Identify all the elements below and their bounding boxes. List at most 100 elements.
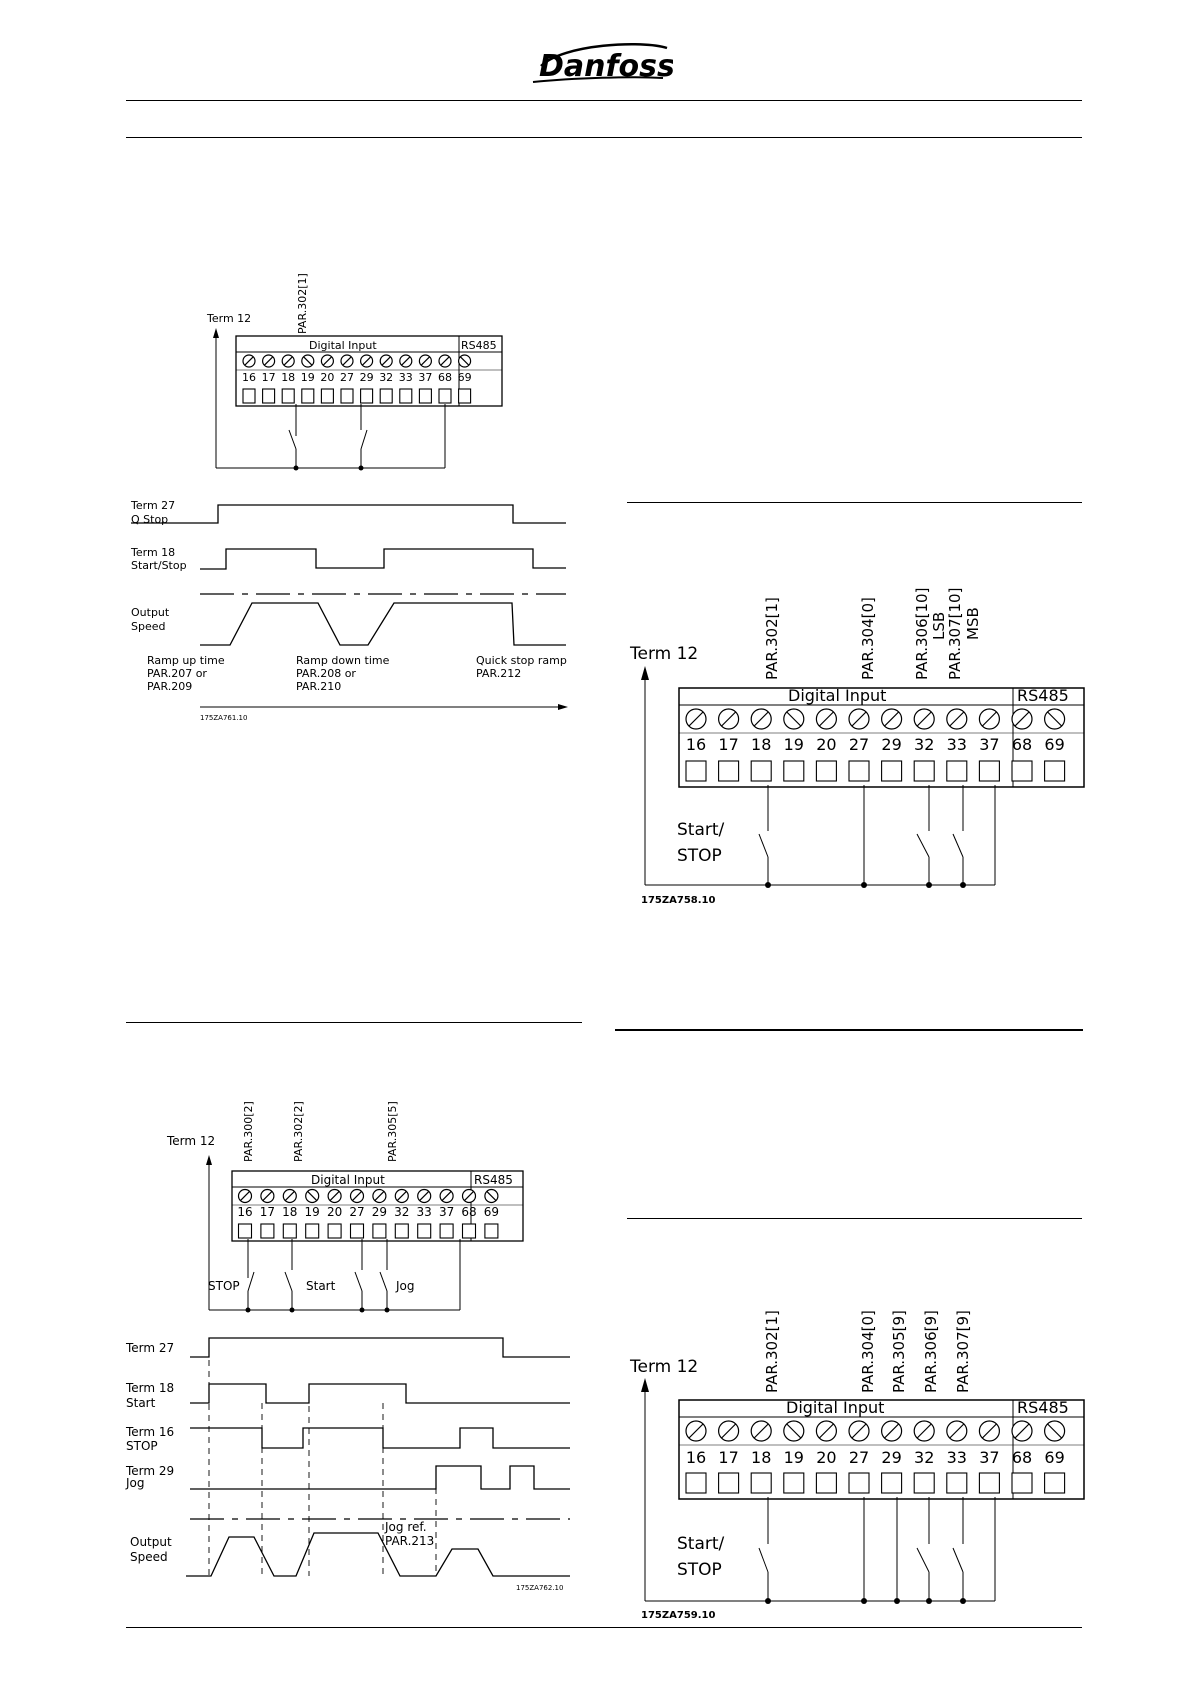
terminal-connector-16 (237, 1223, 253, 1239)
terminal-number-69: 69 (1044, 735, 1064, 754)
terminal-connector-16 (242, 388, 256, 404)
terminal-screw-slot (916, 1423, 932, 1439)
terminal-screw-slot (721, 711, 737, 727)
d3-row-0a: Term 27 (125, 1341, 174, 1355)
terminal-screw-slot (1047, 1423, 1063, 1439)
d3-jog-note-a: Jog ref. (384, 1520, 427, 1534)
terminal-connector-19 (783, 1472, 805, 1494)
terminal-connector-69 (484, 1223, 499, 1239)
section-rule-right-2 (615, 1029, 1083, 1031)
terminal-connector-20 (320, 388, 334, 404)
d2-param-3: LSB (930, 612, 948, 640)
d1-terminal-squares (242, 388, 472, 404)
d3-ref-code: 175ZA762.10 (516, 1584, 563, 1592)
terminal-screw-slot (786, 711, 802, 727)
terminal-number-33: 33 (399, 371, 413, 384)
d3-digital-input-label: Digital Input (311, 1173, 385, 1187)
terminal-screw-slot (263, 356, 274, 366)
d3-row-2a: Term 16 (125, 1425, 174, 1439)
d2-param-0: PAR.302[1] (763, 597, 781, 680)
terminal-connector-20 (815, 1472, 837, 1494)
terminal-screw-slot (818, 711, 834, 727)
terminal-connector-18 (281, 388, 295, 404)
terminal-screw-slot (419, 1191, 430, 1201)
terminal-screw-slot (459, 356, 470, 366)
terminal-number-27: 27 (349, 1205, 364, 1219)
d3-jog-note-b: PAR.213 (385, 1534, 434, 1548)
terminal-connector-33 (417, 1223, 432, 1239)
terminal-number-17: 17 (718, 1448, 738, 1467)
terminal-screw-slot (307, 1191, 318, 1201)
terminal-number-29: 29 (881, 735, 901, 754)
d1-rs485-label: RS485 (461, 339, 497, 352)
d1-note-0a: Ramp up time (147, 654, 225, 667)
terminal-connector-19 (783, 760, 805, 782)
terminal-screw-slot (851, 711, 867, 727)
terminal-number-33: 33 (947, 1448, 967, 1467)
terminal-number-18: 18 (751, 1448, 771, 1467)
terminal-connector-32 (394, 1223, 409, 1239)
logo-text: Danfoss (539, 49, 673, 84)
terminal-number-16: 16 (686, 735, 706, 754)
terminal-number-27: 27 (340, 371, 354, 384)
terminal-screw-slot (464, 1191, 474, 1201)
d2-term12-label: Term 12 (629, 644, 698, 664)
terminal-connector-17 (262, 388, 276, 404)
d1-digital-input-label: Digital Input (309, 339, 377, 352)
terminal-number-20: 20 (816, 1448, 836, 1467)
terminal-screw-slot (818, 1423, 834, 1439)
d2-param-5: MSB (964, 607, 982, 640)
terminal-screw-slot (262, 1191, 273, 1201)
d3-row-1a: Term 18 (125, 1381, 174, 1395)
d1-note-2a: Quick stop ramp (476, 654, 567, 667)
d4-param-3: PAR.306[9] (922, 1310, 940, 1393)
terminal-connector-32 (379, 388, 393, 404)
terminal-connector-68 (1011, 760, 1033, 782)
terminal-connector-20 (815, 760, 837, 782)
terminal-number-19: 19 (305, 1205, 320, 1219)
d4-rs485-label: RS485 (1017, 1398, 1069, 1417)
terminal-connector-29 (881, 760, 903, 782)
terminal-screw-slot (396, 1191, 407, 1201)
terminal-screw-slot (884, 1423, 900, 1439)
d1-param-label-0: PAR.302[1] (296, 273, 309, 334)
header-rule-1 (126, 100, 1082, 101)
terminal-screw-slot (420, 356, 431, 366)
terminal-screw-slot (949, 711, 965, 727)
terminal-connector-18 (750, 1472, 772, 1494)
terminal-number-17: 17 (262, 371, 276, 384)
d3-row-4b: Speed (130, 1550, 168, 1564)
d1-note-0b: PAR.207 or (147, 667, 207, 680)
terminal-connector-18 (750, 760, 772, 782)
d2-switch-label-a: Start/ (677, 820, 725, 840)
terminal-screw-slot (753, 1423, 769, 1439)
d3-param-0: PAR.300[2] (242, 1101, 255, 1162)
d1-row-label-1b: Start/Stop (131, 559, 187, 572)
d2-ref-code: 175ZA758.10 (641, 895, 715, 906)
d1-note-0c: PAR.209 (147, 680, 192, 693)
terminal-number-29: 29 (881, 1448, 901, 1467)
terminal-connector-27 (349, 1223, 365, 1239)
terminal-screw-slot (1047, 711, 1063, 727)
d4-param-1: PAR.304[0] (859, 1310, 877, 1393)
d2-switch-label-b: STOP (677, 846, 722, 866)
header-rule-2 (126, 137, 1082, 138)
terminal-number-17: 17 (718, 735, 738, 754)
terminal-connector-37 (439, 1223, 454, 1239)
terminal-number-33: 33 (947, 735, 967, 754)
terminal-connector-68 (461, 1223, 477, 1239)
terminal-number-68: 68 (1012, 1448, 1032, 1467)
terminal-number-68: 68 (1012, 735, 1032, 754)
terminal-connector-37 (978, 1472, 1000, 1494)
d4-param-2: PAR.305[9] (890, 1310, 908, 1393)
d4-param-4: PAR.307[9] (954, 1310, 972, 1393)
d3-param-1: PAR.302[2] (292, 1101, 305, 1162)
terminal-connector-33 (946, 1472, 968, 1494)
terminal-screw-slot (688, 1423, 704, 1439)
d2-param-2: PAR.306[10] (913, 588, 931, 680)
terminal-screw-slot (284, 1191, 295, 1201)
